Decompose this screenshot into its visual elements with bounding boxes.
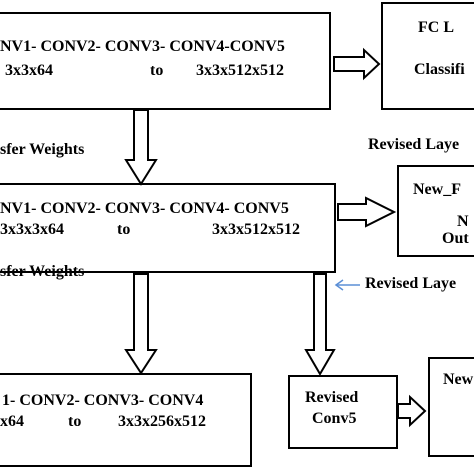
revised-layer-label-1: Revised Laye xyxy=(368,136,460,153)
pretrained-dim-start-text: 3x3x64 xyxy=(5,62,53,79)
revised-conv5-line1-text: Revised xyxy=(305,389,359,406)
revised-conv5-box xyxy=(288,375,398,449)
revised-dim-end-text: 3x3x256x512 xyxy=(118,413,206,430)
pretrained-dim-to-text: to xyxy=(150,62,164,79)
new-fc-output-text: Out xyxy=(442,230,469,247)
fc-layers-box xyxy=(381,2,474,110)
transfer-dim-start-text: 3x3x3x64 xyxy=(0,221,64,238)
pretrained-conv-block-box xyxy=(0,12,331,110)
transfer-conv-block-box xyxy=(0,183,336,273)
new-output-box xyxy=(428,357,474,457)
revised-dim-start-text: x64 xyxy=(0,413,24,430)
arrow-to-new-fc-icon xyxy=(337,196,397,228)
fc-layers-title-text: FC L xyxy=(418,19,454,36)
arrow-to-fc-icon xyxy=(333,47,381,81)
revised-conv5-line2-text: Conv5 xyxy=(312,410,357,427)
pretrained-dim-end-text: 3x3x512x512 xyxy=(196,62,284,79)
revised-dim-to-text: to xyxy=(68,413,82,430)
transfer-weights-label-1: sfer Weights xyxy=(0,141,85,158)
revised-conv-block-box xyxy=(0,373,252,467)
revised-arrow-down-icon xyxy=(304,273,336,376)
transfer-dim-to-text: to xyxy=(117,221,131,238)
pretrained-conv-layers-text: NV1- CONV2- CONV3- CONV4-CONV5 xyxy=(0,38,285,55)
fc-classifier-text: Classifi xyxy=(414,61,465,78)
revised-layer-label-2: Revised Laye xyxy=(365,275,457,292)
transfer-dim-end-text: 3x3x512x512 xyxy=(212,221,300,238)
arrow-to-new-output-icon xyxy=(397,394,427,428)
transfer-weights-label-2: sfer Weights xyxy=(0,263,85,280)
new-fc-title-text: New_F xyxy=(413,181,461,198)
new-fc-box xyxy=(397,165,474,257)
transfer-arrow-down-1-icon xyxy=(124,109,158,186)
transfer-conv-layers-text: NV1- CONV2- CONV3- CONV4- CONV5 xyxy=(0,200,289,217)
new-output-text: New xyxy=(443,371,474,388)
transfer-arrow-down-2-icon xyxy=(124,273,158,375)
new-fc-n-text: N xyxy=(457,213,469,230)
revised-conv-layers-text: 1- CONV2- CONV3- CONV4 xyxy=(2,392,204,409)
